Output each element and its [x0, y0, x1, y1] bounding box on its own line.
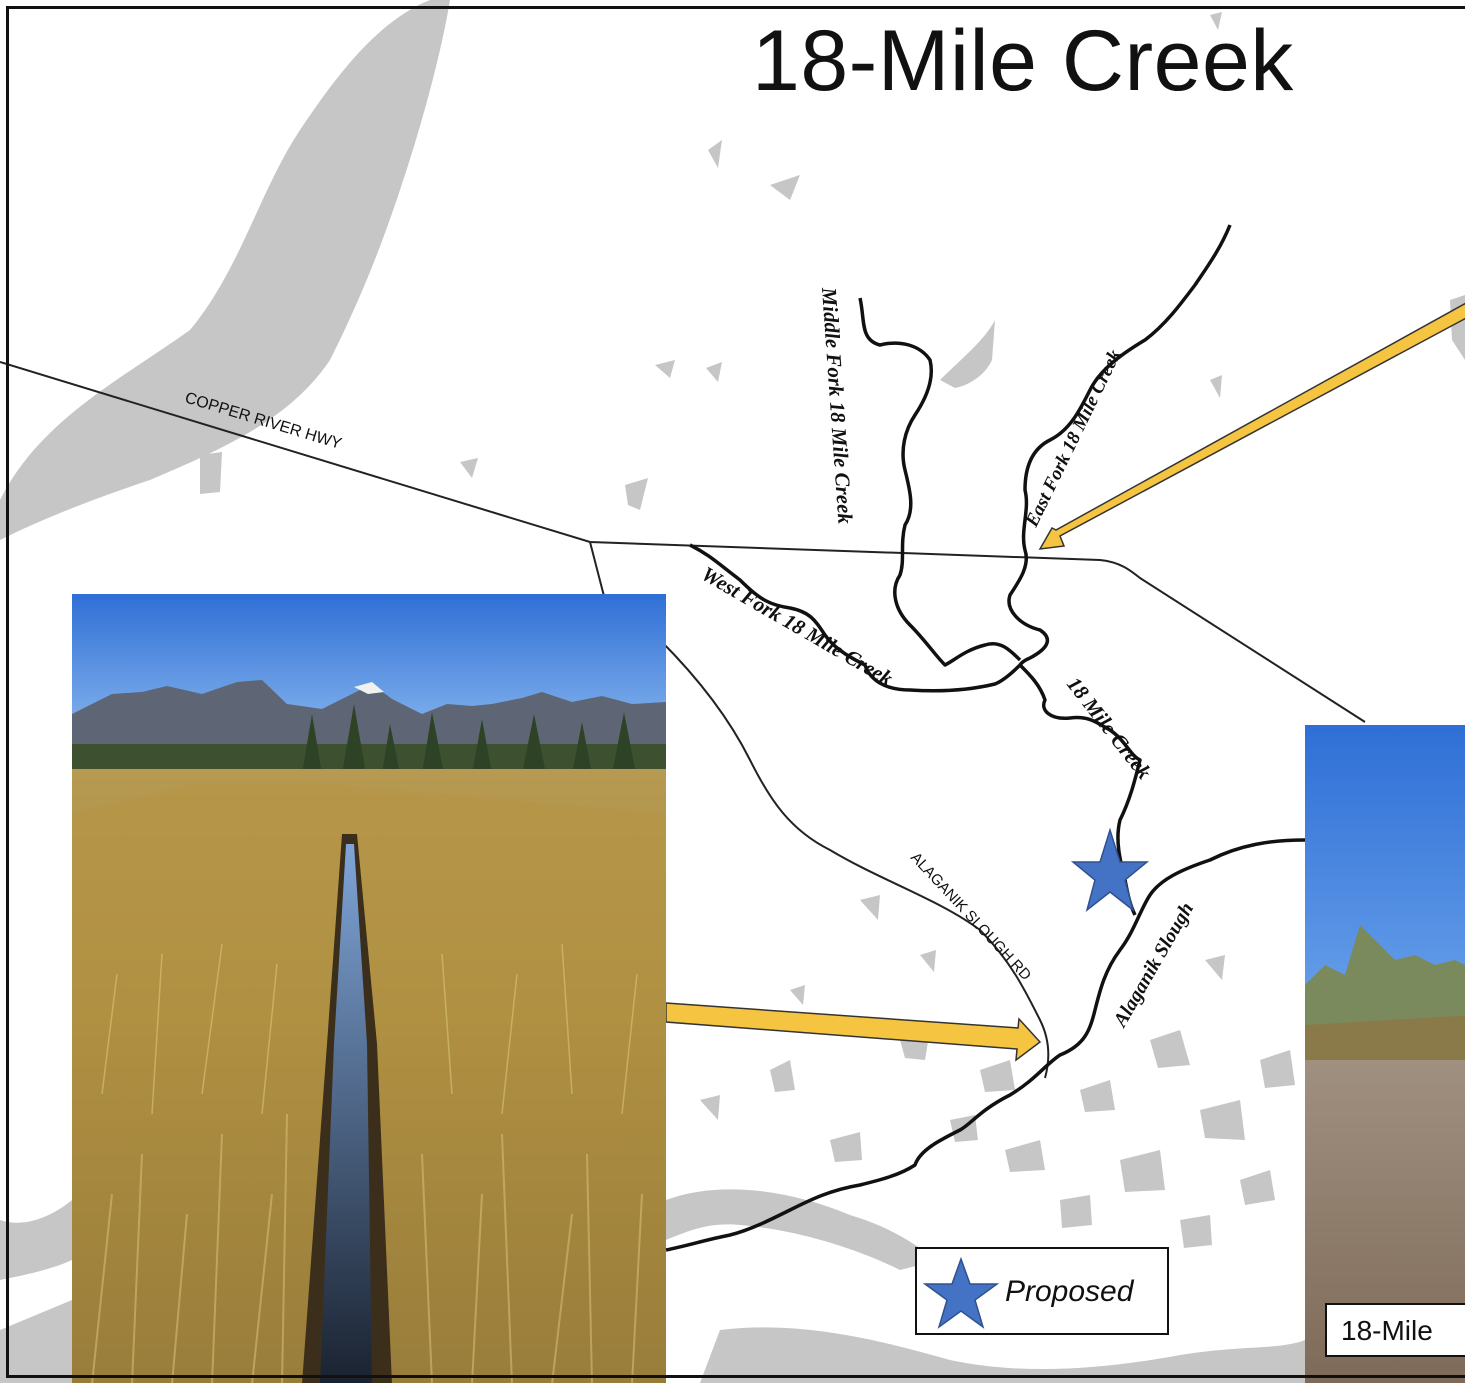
- stream-label-middle-fork: Middle Fork 18 Mile Creek: [817, 286, 858, 525]
- streams: [665, 224, 1306, 1252]
- legend-label: Proposed: [1005, 1275, 1134, 1308]
- photo-gravel-pad: [1305, 725, 1465, 1383]
- page-title: 18-Mile Creek: [752, 13, 1294, 109]
- proposed-site-star-icon[interactable]: [1070, 827, 1150, 912]
- map-legend: Proposed: [915, 1247, 1169, 1335]
- photo-ditch-image: [72, 594, 666, 1383]
- photo-ditch-grassland: [72, 594, 666, 1383]
- arrow-upper-right-icon: [1038, 302, 1465, 550]
- arrow-left-photo-icon: [665, 1002, 1042, 1062]
- road-label-alaganik-slough-rd: ALAGANIK SLOUGH RD: [907, 849, 1034, 984]
- photo-right-caption: 18-Mile: [1325, 1303, 1465, 1357]
- stream-label-alaganik-slough: Alaganik Slough: [1108, 899, 1198, 1033]
- photo-right-caption-text: 18-Mile: [1341, 1315, 1433, 1346]
- photo-gravel-image: [1305, 725, 1465, 1383]
- pointer-arrows: [665, 302, 1465, 1062]
- stream-label-west-fork: West Fork 18 Mile Creek: [698, 562, 898, 691]
- stream-label-main-creek: 18 Mile Creek: [1062, 672, 1157, 784]
- roads: [0, 361, 1366, 1079]
- legend-star-icon: [923, 1256, 1000, 1329]
